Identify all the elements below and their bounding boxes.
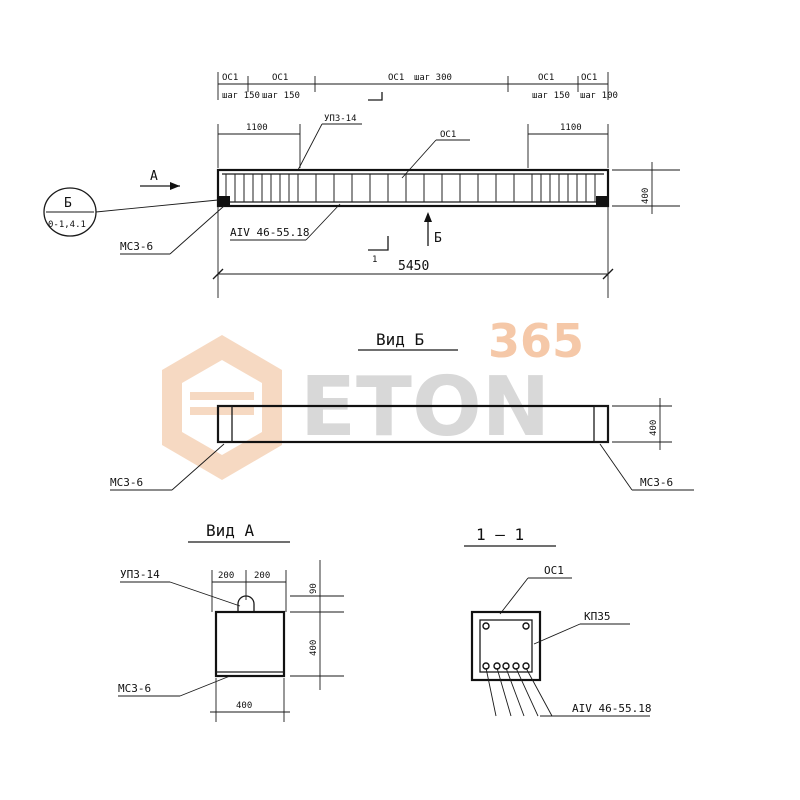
view-b-plate-left [217, 405, 233, 443]
dim-length-label: 5450 [398, 259, 429, 274]
dim-middle-pitch: шаг 300 [414, 73, 452, 83]
label-bottom-rebar: AIV 46-55.18 [230, 226, 309, 239]
rebar-leader-line [485, 667, 497, 717]
watermark-bar [190, 407, 254, 415]
dimension-1100-left: 1100 [217, 123, 301, 168]
leader-oc1: OC1 [401, 130, 470, 179]
watermark-bar [190, 392, 254, 400]
top-dimension-chain: OC1 шаг 150 OC1 шаг 150 OC1 шаг 300 OC1 … [217, 72, 618, 101]
dim-1100-right-label: 1100 [560, 123, 582, 133]
rebar-leader-line [496, 667, 512, 717]
rebar-leader-line [525, 667, 553, 717]
watermark-word: ETON [300, 360, 550, 455]
dimension-height: 400 [612, 162, 680, 214]
leader-bottom-rebar: AIV 46-55.18 [230, 203, 341, 241]
view-a: Вид А 200 200 УП3-14 90 400 400 МС3-6 [118, 521, 344, 722]
embedded-plate-left [218, 196, 230, 206]
leader-up3-14: УП3-14 [297, 114, 362, 171]
dim-left-end-pitch: шаг 150 [222, 91, 260, 101]
view-a-body [214, 610, 286, 678]
beam-body [216, 168, 610, 208]
section-mark-top [368, 92, 383, 101]
watermark-number: 365 [488, 314, 584, 368]
section-stirrup [479, 619, 533, 673]
dim-height-label: 400 [641, 188, 651, 204]
view-b-arrow-label: Б [434, 231, 442, 246]
leader-mc3-left: МС3-6 [120, 205, 225, 255]
dim-1100-left-label: 1100 [246, 123, 268, 133]
rebar-leader-line [515, 667, 539, 717]
section-label-oc1: OC1 [544, 564, 564, 577]
view-b: Вид Б 400 МС3-6 МС3-6 [110, 330, 694, 491]
view-a-dim-200-left: 200 [218, 571, 234, 581]
view-a-dim-400-width: 400 [236, 701, 252, 711]
dim-right-rebar: OC1 [538, 73, 554, 83]
section-rebars [482, 622, 530, 670]
dim-left-rebar: OC1 [272, 73, 288, 83]
beam-elevation: OC1 шаг 150 OC1 шаг 150 OC1 шаг 300 OC1 … [43, 72, 680, 298]
rebar-bar [482, 622, 490, 630]
section-mark-bottom: 1 [368, 236, 389, 265]
rebar-bar [522, 622, 530, 630]
view-b-title: Вид Б [376, 330, 424, 349]
section-outline [470, 610, 542, 682]
label-up3-14: УП3-14 [324, 114, 357, 124]
dimension-1100-right: 1100 [527, 123, 609, 168]
embedded-plate-right [596, 196, 608, 206]
view-a-label-up: УП3-14 [120, 568, 160, 581]
rebar-bar [522, 662, 530, 670]
view-a-title: Вид А [206, 521, 255, 540]
view-a-dim-90: 90 [309, 583, 319, 594]
dim-left-pitch: шаг 150 [262, 91, 300, 101]
section-label-rebar: AIV 46-55.18 [572, 702, 651, 715]
view-a-label-mc3: МС3-6 [118, 682, 151, 695]
view-a-arrow: A [140, 169, 180, 190]
label-oc1: OC1 [440, 130, 456, 140]
dim-left-end-rebar: OC1 [222, 73, 238, 83]
dim-right-pitch: шаг 150 [532, 91, 570, 101]
dimension-length: 5450 [212, 206, 614, 298]
beam-stirrups [225, 174, 596, 202]
callout-bottom: 0-1,4.1 [48, 220, 86, 230]
dim-right-end-rebar: OC1 [581, 73, 597, 83]
view-a-arrow-label: A [150, 169, 158, 184]
watermark: 365 ETON [162, 314, 584, 480]
dim-right-end-pitch: шаг 100 [580, 91, 618, 101]
view-a-lifting-loop [237, 595, 255, 612]
view-a-dim-400-height: 400 [309, 640, 319, 656]
view-b-arrow: Б [424, 212, 442, 246]
section-1-1: 1 — 1 OC1 КП35 AIV 46-55.18 [464, 525, 651, 717]
section-rebar-leaders [485, 667, 553, 717]
view-a-dim-200-right: 200 [254, 571, 270, 581]
callout-top: Б [64, 196, 72, 211]
detail-callout: Б 0-1,4.1 [43, 187, 219, 237]
view-b-plate-right [593, 405, 609, 443]
section-mark-label: 1 [372, 255, 377, 265]
section-title: 1 — 1 [476, 525, 524, 544]
rebar-leader-line [505, 667, 525, 717]
view-b-height-label: 400 [649, 420, 659, 436]
label-mc3-elevation: МС3-6 [120, 240, 153, 253]
watermark-logo [162, 335, 282, 480]
dim-middle-rebar: OC1 [388, 73, 404, 83]
section-label-kp: КП35 [584, 610, 611, 623]
view-b-label-left: МС3-6 [110, 476, 143, 489]
view-b-label-right: МС3-6 [640, 476, 673, 489]
